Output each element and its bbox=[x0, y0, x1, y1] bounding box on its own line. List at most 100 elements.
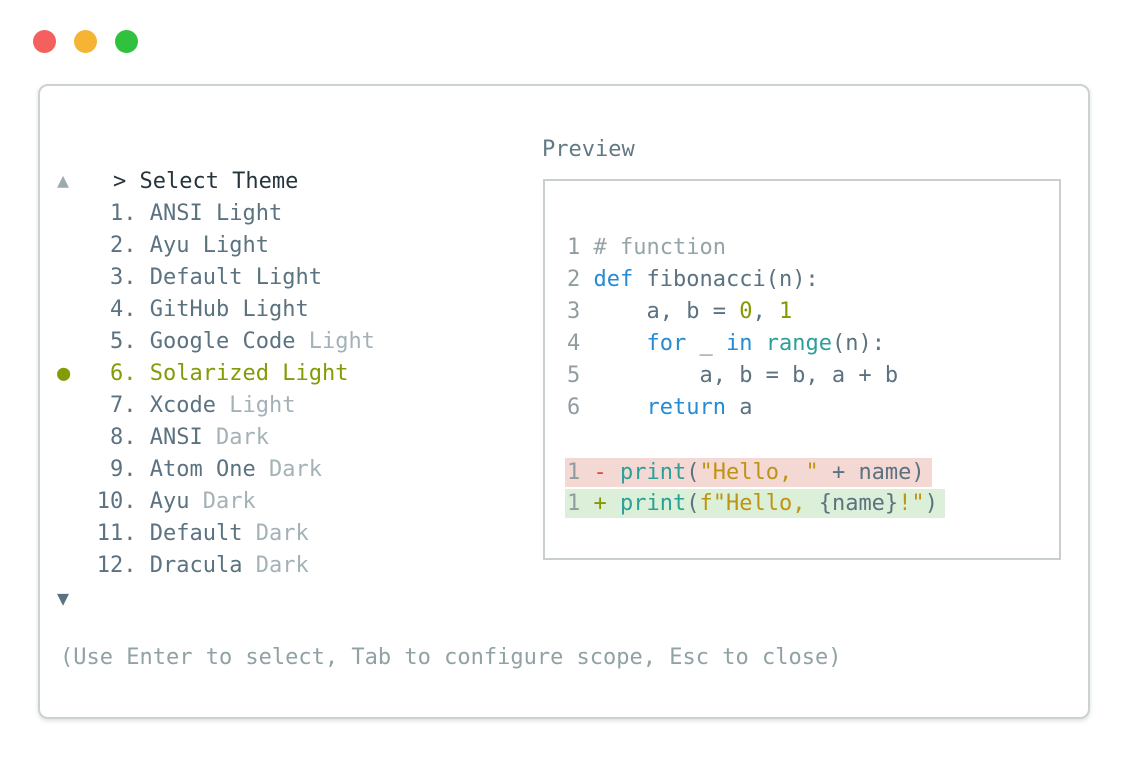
theme-variant: Light bbox=[308, 329, 375, 354]
theme-option[interactable]: 4. GitHub Light bbox=[57, 294, 375, 326]
line-number: 1 bbox=[567, 460, 594, 485]
bullet-slot bbox=[57, 233, 97, 258]
theme-name: Atom One bbox=[149, 457, 256, 482]
select-theme-dialog: >Select Theme Preview ▲ 1. ANSI Light 2.… bbox=[38, 84, 1090, 719]
scroll-down-icon[interactable]: ▼ bbox=[57, 586, 70, 610]
bullet-slot bbox=[57, 489, 97, 514]
theme-variant: Dark bbox=[202, 489, 256, 514]
code-token: + bbox=[593, 491, 607, 516]
line-number: 4 bbox=[567, 331, 594, 356]
code-token: a bbox=[725, 395, 753, 420]
zoom-button[interactable] bbox=[115, 30, 138, 53]
dialog-title: Select Theme bbox=[139, 169, 299, 194]
code-line: 1 # function bbox=[567, 232, 945, 264]
code-token: 0 bbox=[739, 299, 753, 324]
selected-bullet-icon: ● bbox=[57, 361, 97, 386]
theme-option[interactable]: 12. Dracula Dark bbox=[57, 550, 375, 582]
code-token: _ bbox=[686, 331, 726, 356]
diff-line-added: 1 + print(f"Hello, {name}!") bbox=[565, 489, 945, 518]
theme-variant: Light bbox=[202, 233, 269, 258]
bullet-slot bbox=[57, 553, 97, 578]
theme-option[interactable]: 5. Google Code Light bbox=[57, 326, 375, 358]
code-token: a, b = bbox=[593, 299, 740, 324]
code-token bbox=[607, 491, 620, 516]
theme-variant: Dark bbox=[215, 425, 269, 450]
theme-variant: Light bbox=[229, 393, 296, 418]
bullet-slot bbox=[57, 521, 97, 546]
code-line: 3 a, b = 0, 1 bbox=[567, 296, 945, 328]
theme-number: 7. bbox=[96, 393, 137, 418]
theme-number: 3. bbox=[96, 265, 137, 290]
theme-variant: Dark bbox=[255, 521, 309, 546]
help-text: (Use Enter to select, Tab to configure s… bbox=[60, 645, 842, 670]
code-token: 1 bbox=[778, 299, 793, 324]
code-token bbox=[594, 331, 647, 356]
theme-name: GitHub bbox=[149, 297, 230, 322]
window-controls bbox=[33, 30, 138, 53]
dialog-title-row: >Select Theme bbox=[60, 134, 298, 194]
code-token: - bbox=[593, 460, 607, 485]
minimize-button[interactable] bbox=[74, 30, 97, 53]
theme-variant: Light bbox=[215, 201, 283, 226]
theme-name: Ayu bbox=[149, 233, 190, 258]
code-token: {name} bbox=[818, 491, 899, 516]
line-number: 1 bbox=[567, 235, 594, 260]
code-line: 4 for _ in range(n): bbox=[567, 328, 945, 360]
theme-list: 1. ANSI Light 2. Ayu Light 3. Default Li… bbox=[57, 198, 375, 582]
theme-variant: Light bbox=[255, 265, 322, 290]
code-token: !" bbox=[898, 491, 925, 516]
bullet-slot bbox=[57, 457, 97, 482]
theme-number: 8. bbox=[96, 425, 137, 450]
bullet-slot bbox=[57, 297, 97, 322]
theme-number: 5. bbox=[96, 329, 137, 354]
code-line: 6 return a bbox=[567, 392, 945, 424]
code-token: print bbox=[620, 491, 687, 516]
code-token: ) bbox=[924, 491, 938, 516]
code-line: 5 a, b = b, a + b bbox=[567, 360, 945, 392]
theme-name: Default bbox=[149, 521, 243, 546]
theme-option[interactable]: 1. ANSI Light bbox=[57, 198, 375, 230]
line-number: 2 bbox=[567, 267, 594, 292]
code-token: + name) bbox=[818, 460, 925, 485]
theme-name: ANSI bbox=[149, 425, 203, 450]
code-token bbox=[607, 460, 620, 485]
code-token: f"Hello, bbox=[699, 491, 819, 516]
code-token: ( bbox=[686, 491, 700, 516]
line-number: 1 bbox=[567, 491, 594, 516]
theme-option[interactable]: 8. ANSI Dark bbox=[57, 422, 375, 454]
theme-number: 9. bbox=[96, 457, 137, 482]
code-token: # function bbox=[593, 235, 726, 260]
code-token: in bbox=[725, 331, 753, 356]
line-number: 6 bbox=[567, 395, 594, 420]
code-token bbox=[594, 395, 647, 420]
code-token: def bbox=[593, 267, 634, 292]
code-token: ( bbox=[686, 460, 700, 485]
code-token: , bbox=[752, 299, 779, 324]
theme-variant: Light bbox=[282, 361, 349, 386]
scroll-up-icon[interactable]: ▲ bbox=[57, 168, 70, 192]
code-line: 2 def fibonacci(n): bbox=[567, 264, 945, 296]
theme-variant: Dark bbox=[255, 553, 309, 578]
theme-option[interactable]: 11. Default Dark bbox=[57, 518, 375, 550]
theme-variant: Dark bbox=[268, 457, 322, 482]
theme-option[interactable]: ● 6. Solarized Light bbox=[57, 358, 375, 390]
theme-option[interactable]: 10. Ayu Dark bbox=[57, 486, 375, 518]
theme-name: ANSI bbox=[149, 201, 203, 226]
theme-name: Xcode bbox=[149, 393, 216, 418]
code-token: (n): bbox=[831, 331, 885, 356]
close-button[interactable] bbox=[33, 30, 56, 53]
theme-number: 6. bbox=[96, 361, 137, 386]
theme-option[interactable]: 9. Atom One Dark bbox=[57, 454, 375, 486]
bullet-slot bbox=[57, 425, 97, 450]
theme-variant: Light bbox=[242, 297, 309, 322]
bullet-slot bbox=[57, 329, 97, 354]
theme-option[interactable]: 7. Xcode Light bbox=[57, 390, 375, 422]
theme-name: Google Code bbox=[149, 329, 296, 354]
theme-option[interactable]: 2. Ayu Light bbox=[57, 230, 375, 262]
code-token: for bbox=[646, 331, 687, 356]
bullet-slot bbox=[57, 265, 97, 290]
theme-option[interactable]: 3. Default Light bbox=[57, 262, 375, 294]
code-token bbox=[752, 331, 765, 356]
